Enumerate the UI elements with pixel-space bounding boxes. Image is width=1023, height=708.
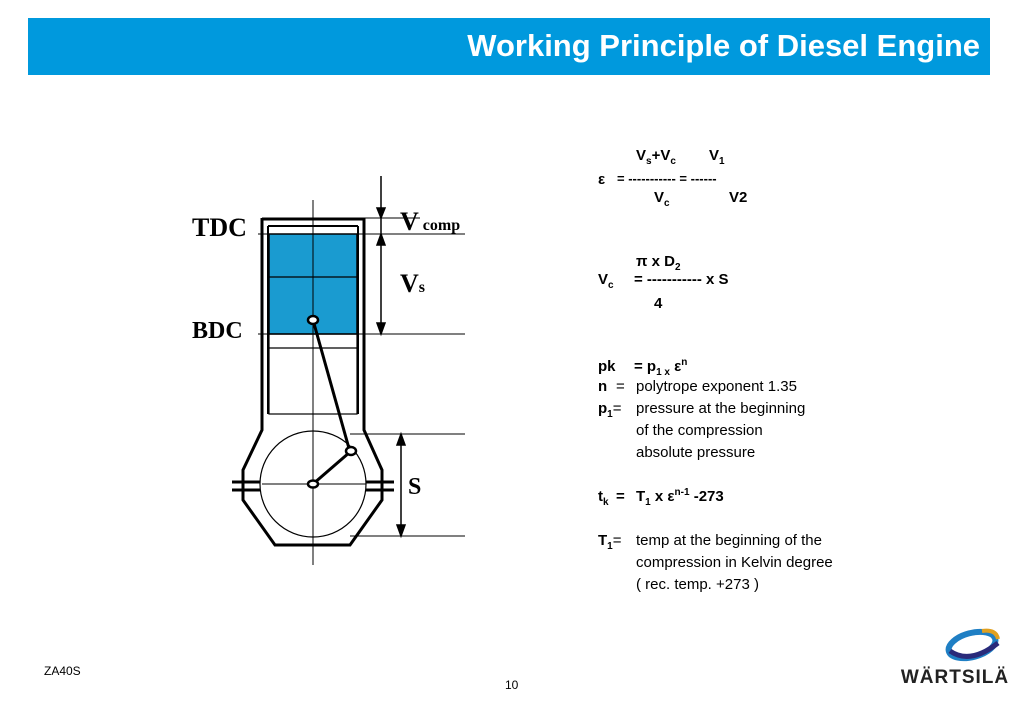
dimension-s [395,431,407,539]
piston-pin [306,314,320,326]
crank-pin [344,445,358,457]
centerlines [258,200,465,565]
vs-label: Vs [400,269,425,298]
title-bar: Working Principle of Diesel Engine [28,18,990,75]
wartsila-logo: WÄRTSILÄ [900,625,1010,690]
footer-model: ZA40S [44,664,81,678]
brand-name: WÄRTSILÄ [900,667,1010,688]
tdc-label: TDC [192,213,247,242]
dimension-vcomp [375,176,387,234]
crank-center [306,479,320,489]
s-label: S [408,474,421,500]
wartsila-swoosh-icon [945,628,1000,662]
connecting-rod [311,319,352,486]
page-number: 10 [505,678,519,692]
dimension-vs [375,231,387,337]
bdc-label: BDC [192,318,243,344]
page-title: Working Principle of Diesel Engine [467,28,980,63]
epsilon-symbol: ε [598,171,606,188]
